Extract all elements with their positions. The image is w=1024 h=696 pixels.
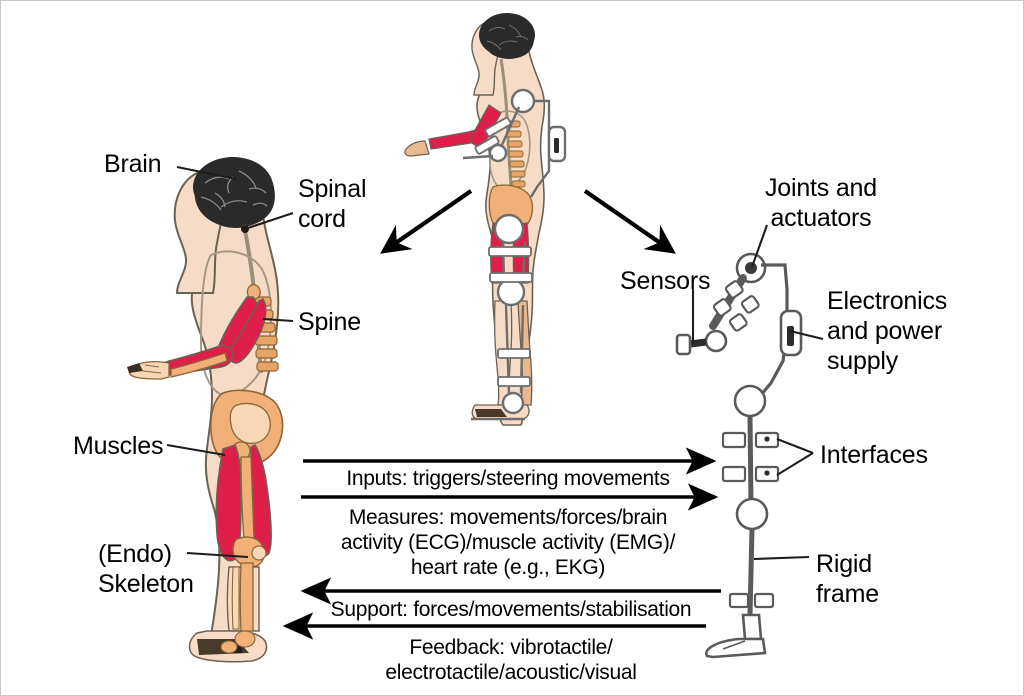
leader-skeleton [186, 551, 249, 559]
leader-joints [751, 224, 768, 268]
leader-spinal [247, 212, 294, 229]
arrow-to-exo [583, 189, 676, 254]
label-spine: Spine [298, 308, 361, 336]
label-brain: Brain [104, 150, 162, 178]
human-leader-lines [166, 165, 294, 559]
leader-interfaces [776, 438, 814, 476]
label-interfaces: Interfaces [820, 441, 928, 469]
label-electronics: Electronics and power supply [827, 287, 948, 375]
figure-human-anatomy [127, 157, 284, 663]
exo-leader-lines [691, 224, 824, 561]
flow-arrows [282, 447, 721, 640]
flow-label-support: Support: forces/movements/stabilisation [330, 598, 692, 621]
label-muscles: Muscles [73, 432, 164, 460]
leader-muscles [166, 443, 226, 457]
flow-label-inputs: Inputs: triggers/steering movements [346, 467, 670, 490]
leader-brain [176, 165, 237, 181]
flow-label-measures: Measures: movements/forces/brain activit… [340, 506, 676, 579]
flow-label-feedback: Feedback: vibrotactile/ electrotactile/a… [385, 636, 637, 684]
leader-rigid [753, 555, 810, 561]
label-endoskeleton: (Endo) Skeleton [98, 540, 194, 598]
label-joints-actuators: Joints and actuators [765, 174, 877, 232]
arrow-to-human [380, 189, 473, 254]
label-rigid-frame: Rigid frame [816, 550, 879, 608]
split-arrows [380, 189, 676, 254]
leader-spine [262, 317, 294, 323]
label-spinal-cord: Spinal cord [298, 175, 367, 233]
label-sensors: Sensors [620, 267, 711, 295]
figure-exoskeleton [675, 252, 803, 659]
leader-electronics [789, 329, 824, 341]
figure-human-with-exoskeleton [404, 13, 567, 426]
